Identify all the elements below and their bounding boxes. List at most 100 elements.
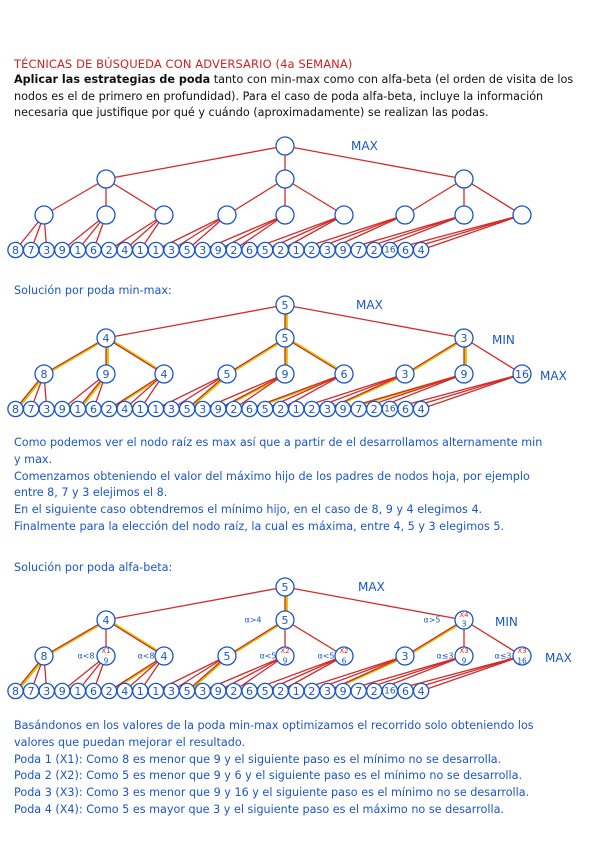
leaf-node-label: 2 (371, 685, 378, 698)
tree-edge (284, 619, 345, 657)
tree-edge (105, 586, 286, 621)
max-level-label: MAX (351, 139, 378, 153)
tree-edge (233, 214, 286, 251)
max-node-label: 8 (41, 368, 48, 381)
highlight-edge (227, 618, 288, 658)
min-node (96, 328, 116, 348)
min-node (96, 169, 116, 189)
pruned-node-value: 9 (104, 657, 109, 666)
highlight-edge (44, 336, 109, 376)
pruned-node-value: 9 (462, 657, 467, 666)
leaf-node-label: 3 (43, 685, 50, 698)
min-level-label: MIN (492, 333, 515, 347)
tree-edge (108, 655, 165, 692)
min-node-label: 5 (282, 614, 289, 627)
root-node-label: 5 (282, 581, 289, 594)
tree-edge (105, 304, 286, 339)
explanation-line: En el siguiente caso obtendremos el míni… (14, 503, 483, 517)
leaf-node-label: 9 (59, 244, 66, 257)
leaf-node-label: 9 (340, 403, 347, 416)
tree-edge (463, 619, 523, 657)
explanation-paragraph: Como podemos ver el nodo raíz es max así… (14, 435, 592, 536)
tree-edge (105, 178, 165, 216)
max-level-label: MAX (356, 298, 383, 312)
leaf-node-label: 1 (74, 403, 81, 416)
tree-edge (105, 337, 165, 375)
leaf-node-label: 3 (168, 403, 175, 416)
leaf-node-label: 2 (277, 244, 284, 257)
leaf-node-label: 6 (246, 244, 253, 257)
max-level-label: MAX (545, 651, 572, 665)
min-node (454, 169, 474, 189)
leaf-node-label: 3 (324, 685, 331, 698)
min-node (454, 610, 474, 630)
max-node (96, 205, 116, 225)
leaf-node-label: 1 (137, 403, 144, 416)
max-node (34, 646, 54, 666)
tree-edge (171, 373, 228, 410)
explanation-line: Comenzamos obteniendo el valor del máxim… (14, 469, 530, 483)
tree-edge (389, 373, 523, 410)
pruned-node-value: 9 (283, 657, 288, 666)
document-title: TÉCNICAS DE BÚSQUEDA CON ADVERSARIO (4a … (14, 57, 353, 71)
leaf-node-label: 2 (308, 403, 315, 416)
explanation-line: y max. (14, 452, 53, 466)
alpha-condition: α>4 (244, 616, 261, 625)
tree-edge (43, 619, 107, 657)
leaf-node-label: 2 (106, 403, 113, 416)
pruned-node-value: 6 (342, 657, 347, 666)
max-node (34, 364, 54, 384)
tree-edge (233, 373, 286, 410)
leaf-node-label: 5 (262, 244, 269, 257)
tree-edge (463, 178, 523, 216)
highlight-edge (227, 336, 288, 376)
highlight-edge (405, 336, 467, 376)
leaf-node-label: 5 (184, 403, 191, 416)
leaf-node-label: 6 (246, 403, 253, 416)
pruned-mark: X3 (517, 647, 526, 655)
tree-edge (284, 304, 465, 339)
root-node-label: 5 (282, 299, 289, 312)
tree-edge (463, 337, 523, 375)
leaf-node-label: 2 (230, 403, 237, 416)
leaf-node-label: 4 (418, 403, 425, 416)
tree-edge (404, 337, 465, 375)
tree-edge (105, 145, 286, 180)
leaf-node-label: 6 (90, 403, 97, 416)
leaf-node-label: 3 (199, 685, 206, 698)
max-node-label: 16 (515, 368, 529, 381)
max-node (217, 646, 237, 666)
min-node (454, 328, 474, 348)
alpha-condition: α≤3 (436, 652, 453, 661)
max-node-label: 5 (224, 650, 231, 663)
tree-edge (420, 655, 523, 692)
leaf-node-label: 2 (308, 685, 315, 698)
max-node-label: 9 (461, 368, 468, 381)
leaf-node (412, 682, 430, 700)
tree-edge (284, 145, 465, 180)
tree-edge (43, 337, 107, 375)
max-node (454, 646, 474, 666)
max-node-label: 3 (402, 650, 409, 663)
max-node (334, 646, 354, 666)
leaf-node-label: 7 (28, 244, 35, 257)
leaf-node-label: 4 (121, 244, 128, 257)
max-node-label: 4 (161, 650, 168, 663)
max-node (154, 646, 174, 666)
tree-edge (171, 214, 228, 251)
max-node-label: 3 (402, 368, 409, 381)
leaf-node-label: 7 (355, 244, 362, 257)
min-node-label: 3 (461, 332, 468, 345)
intro-paragraph: Aplicar las estrategias de poda tanto co… (14, 72, 589, 122)
leaf-node-label: 4 (121, 685, 128, 698)
max-node-label: 9 (103, 368, 110, 381)
alpha-condition: α<8 (137, 652, 154, 661)
pruned-node-value: 16 (517, 657, 527, 666)
max-level-label: MAX (540, 369, 567, 383)
highlight-edge (106, 336, 167, 376)
leaf-node-label: 5 (184, 685, 191, 698)
max-node (395, 205, 415, 225)
min-node (96, 610, 116, 630)
